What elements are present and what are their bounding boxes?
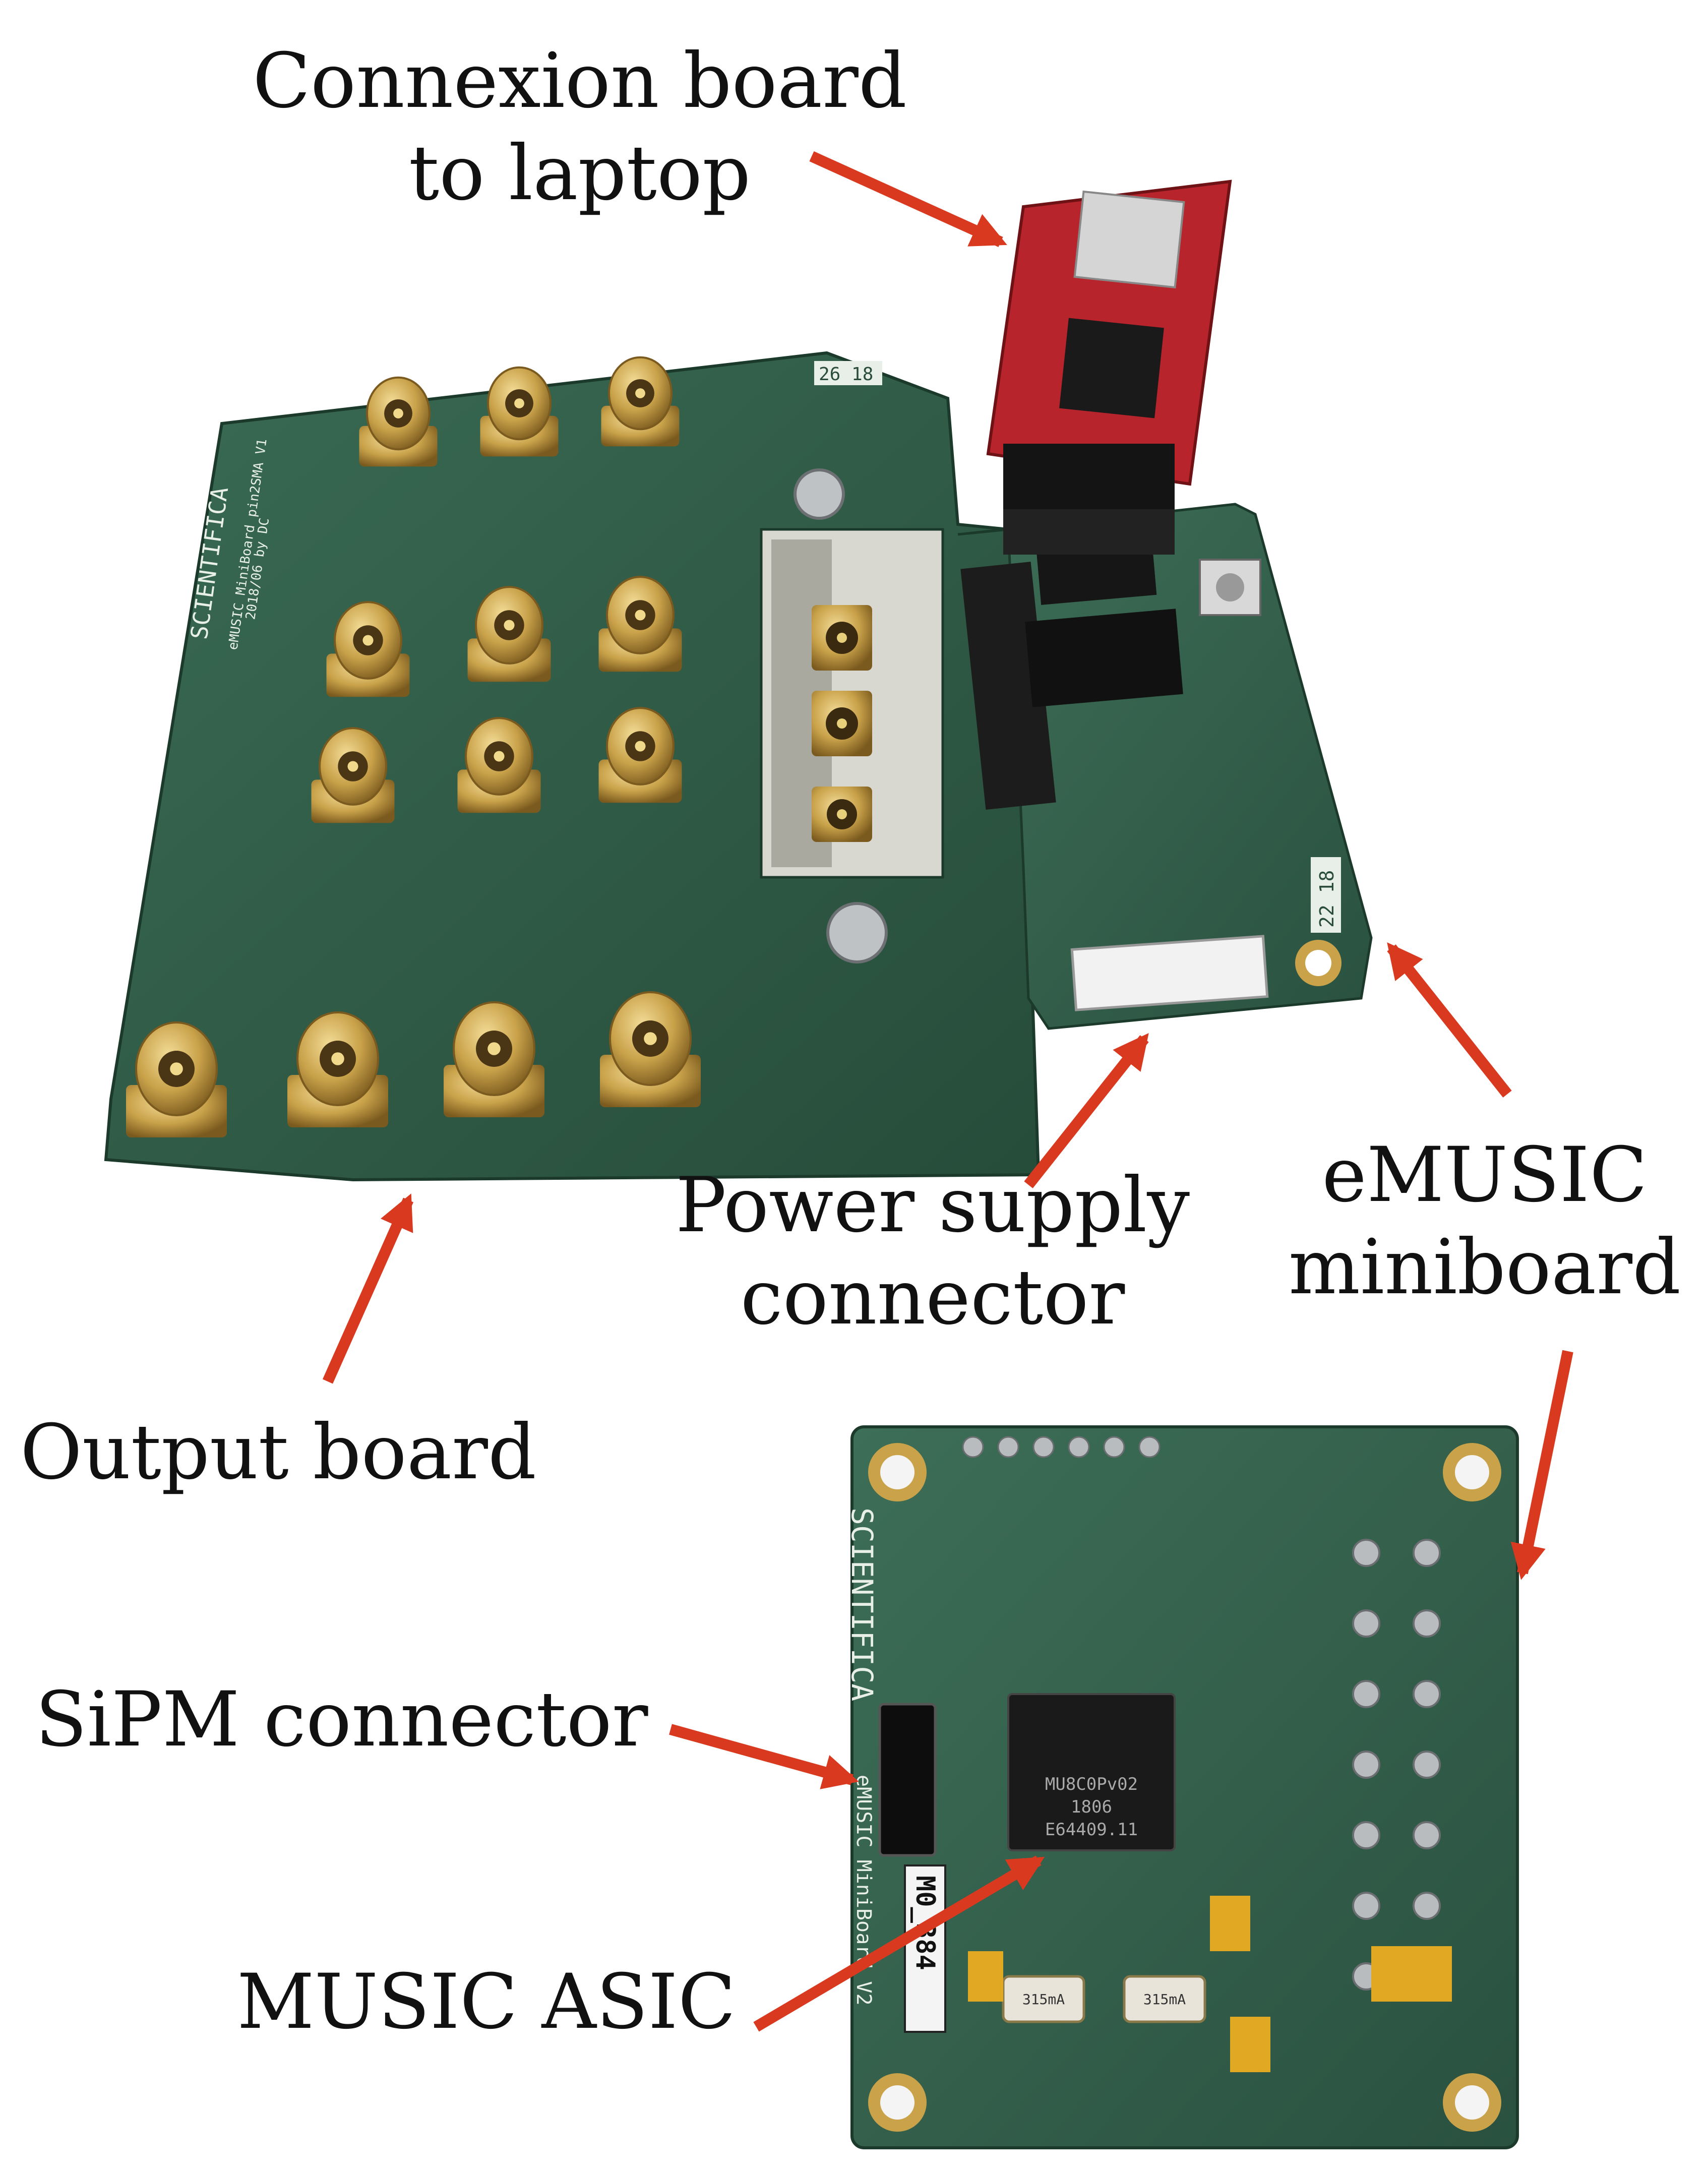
emusic-miniboard-front: MU8C0Pv02 1806 E64409.11 SCIENTIFICA eMU… <box>845 1425 1519 2149</box>
label-emusic-miniboard: eMUSIC miniboard <box>1288 1131 1681 1311</box>
svg-text:MU8C0Pv02: MU8C0Pv02 <box>1045 1774 1138 1794</box>
sma-connector <box>457 717 541 813</box>
pin <box>997 1436 1019 1458</box>
pin <box>1032 1436 1055 1458</box>
label-sipm-connector: SiPM connector <box>35 1676 648 1764</box>
pin <box>1103 1436 1125 1458</box>
sma-connector <box>126 1021 227 1137</box>
arrow-emusic-up <box>1387 942 1512 1098</box>
sma-connector <box>326 601 410 697</box>
pin <box>1352 1609 1380 1638</box>
sma-connector <box>600 991 701 1107</box>
pin <box>1352 1751 1380 1779</box>
label-output-board: Output board <box>20 1409 536 1496</box>
label-connexion-board: Connexion board to laptop <box>253 37 907 217</box>
sma-connector <box>601 356 680 447</box>
arrow-asic <box>753 1855 1045 2032</box>
screw <box>794 468 888 963</box>
usb-connexion-board <box>986 179 1232 555</box>
pin <box>1413 1609 1441 1638</box>
svg-text:1806: 1806 <box>1071 1797 1112 1817</box>
sma-connector <box>598 576 682 672</box>
sma-connector <box>480 366 559 457</box>
output-board: SCIENTIFICA eMUSIC MiniBoard pin2SMA V1 … <box>104 351 1041 1182</box>
label-music-asic: MUSIC ASIC <box>237 1958 736 2046</box>
mini-serial-text: 22 18 <box>1316 870 1338 928</box>
annotation-arrows <box>322 151 1573 2032</box>
sma-connector <box>359 376 438 467</box>
pin <box>1413 1892 1441 1920</box>
miniboard-mounted: 22 18 <box>957 503 1373 1030</box>
pin <box>1352 1821 1380 1849</box>
sma-connectors <box>126 356 701 1137</box>
arrow-connexion <box>809 151 1007 248</box>
pin <box>1352 1539 1380 1567</box>
svg-text:E64409.11: E64409.11 <box>1045 1820 1138 1840</box>
arrow-sipm <box>669 1724 859 1789</box>
music-asic-chip: MU8C0Pv02 1806 E64409.11 <box>1007 1693 1176 1851</box>
pin <box>1413 1539 1441 1567</box>
mcx-connectors <box>812 605 872 842</box>
pin-columns <box>962 1436 1441 1991</box>
output-serial-text: 26 18 <box>819 364 873 385</box>
arrow-output <box>322 1193 414 1384</box>
fuse-label-1: 315mA <box>1022 1991 1065 2008</box>
power-supply-connector <box>1070 935 1269 1011</box>
pin <box>1352 1680 1380 1708</box>
sma-connector <box>311 727 395 823</box>
pin <box>1352 1892 1380 1920</box>
fuse-label-2: 315mA <box>1143 1991 1186 2008</box>
pin <box>962 1436 984 1458</box>
sma-connector <box>444 1001 544 1117</box>
label-power-supply-connector: Power supply connector <box>675 1162 1190 1342</box>
pin <box>1413 1680 1441 1708</box>
arrow-emusic-down <box>1510 1350 1573 1580</box>
pin <box>1413 1821 1441 1849</box>
pin <box>1138 1436 1161 1458</box>
arrow-power <box>1024 1033 1149 1188</box>
pin <box>1068 1436 1090 1458</box>
sipm-connector <box>878 1703 937 1857</box>
sma-connector <box>598 707 682 803</box>
pin <box>1413 1751 1441 1779</box>
sma-connector <box>287 1011 388 1127</box>
sma-connector <box>467 586 551 682</box>
mini-brand-text: SCIENTIFICA <box>845 1508 879 1701</box>
